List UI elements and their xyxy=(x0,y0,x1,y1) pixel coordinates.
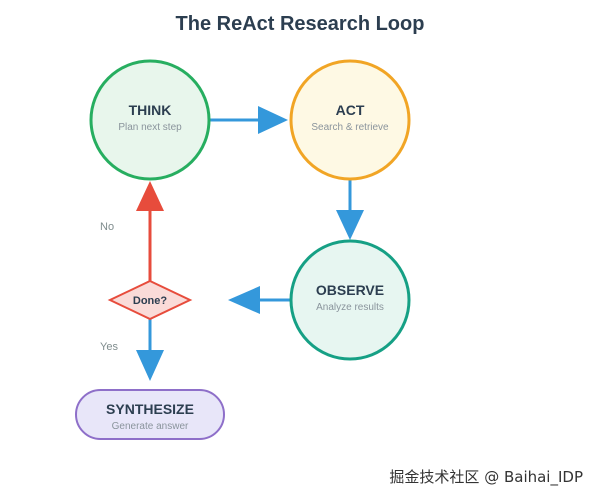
arrowhead-up xyxy=(136,181,164,211)
edge-decision-to-think xyxy=(136,181,164,281)
edge-observe-to-decision xyxy=(228,286,290,314)
node-synthesize-pill xyxy=(75,389,225,440)
node-act-sublabel: Search & retrieve xyxy=(311,122,389,133)
node-decision: Done? xyxy=(107,279,193,321)
node-act: ACT Search & retrieve xyxy=(289,59,411,181)
node-think-sublabel: Plan next step xyxy=(118,122,182,133)
node-act-label: ACT xyxy=(336,102,365,118)
node-think-circle xyxy=(89,59,211,181)
node-observe-sublabel: Analyze results xyxy=(316,302,384,313)
node-synthesize-sublabel: Generate answer xyxy=(112,421,189,432)
arrowhead-right xyxy=(258,106,288,134)
node-think-label: THINK xyxy=(129,102,172,118)
node-observe-circle xyxy=(289,239,411,361)
edge-think-to-act xyxy=(210,106,288,134)
node-think: THINK Plan next step xyxy=(89,59,211,181)
node-act-circle xyxy=(289,59,411,181)
decision-diamond xyxy=(107,279,193,321)
arrowhead-left xyxy=(228,286,260,314)
edge-act-to-observe xyxy=(336,180,364,240)
node-synthesize-label: SYNTHESIZE xyxy=(106,401,194,417)
decision-label: Done? xyxy=(133,295,168,307)
edge-decision-to-synthesize xyxy=(136,319,164,381)
edge-label-no: No xyxy=(100,221,114,233)
edge-label-yes: Yes xyxy=(100,341,118,353)
node-synthesize: SYNTHESIZE Generate answer xyxy=(75,389,225,440)
diagram-title: The ReAct Research Loop xyxy=(176,13,425,35)
arrowhead-down xyxy=(136,350,164,381)
node-observe: OBSERVE Analyze results xyxy=(289,239,411,361)
arrowhead-down xyxy=(336,210,364,240)
node-observe-label: OBSERVE xyxy=(316,282,384,298)
watermark-text: 掘金技术社区 @ Baihai_IDP xyxy=(389,468,583,487)
